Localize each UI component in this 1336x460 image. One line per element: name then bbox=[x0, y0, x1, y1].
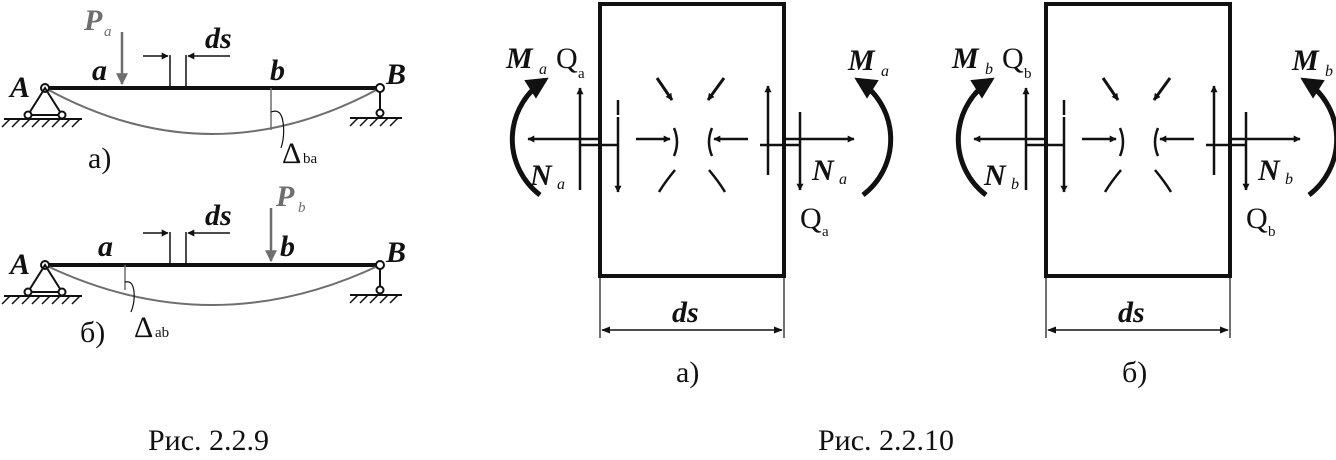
normal-sub-right: a bbox=[839, 171, 847, 188]
load-label-sub: a bbox=[104, 24, 112, 40]
moment-sub-left: a bbox=[539, 61, 547, 78]
moment-sub-right: b bbox=[1325, 63, 1333, 80]
point-label-a: a bbox=[92, 54, 107, 87]
load-label-P: P bbox=[83, 4, 103, 37]
moment-arrow-left bbox=[955, 77, 995, 197]
figure-caption-229: Рис. 2.2.9 bbox=[148, 424, 269, 457]
segment-label-ds: ds bbox=[205, 199, 232, 232]
pin-support-icon bbox=[1, 83, 82, 128]
subfigure-label: б) bbox=[1122, 356, 1147, 389]
shear-label-left: Q bbox=[556, 42, 578, 75]
normal-label-left: N bbox=[983, 159, 1007, 192]
moment-label-right: M bbox=[1291, 44, 1320, 77]
ds-element bbox=[143, 229, 230, 263]
support-label-B: B bbox=[385, 236, 406, 269]
figure-caption-2210: Рис. 2.2.10 bbox=[818, 424, 954, 457]
shear-sub-left: b bbox=[1024, 66, 1032, 82]
shear-sub-left: a bbox=[578, 66, 585, 82]
roller-support-icon bbox=[349, 83, 402, 127]
deflection-label-delta: Δ bbox=[134, 311, 153, 344]
moment-arrow-right bbox=[854, 77, 894, 197]
normal-sub-left: b bbox=[1011, 176, 1019, 193]
element-diagram-b: ds M b Q b N b M b N b Q b б) bbox=[951, 2, 1336, 389]
normal-sub-right: b bbox=[1285, 171, 1293, 188]
point-label-b: b bbox=[270, 54, 285, 87]
deflected-curve bbox=[44, 87, 381, 135]
dimension-label-ds: ds bbox=[1118, 296, 1145, 329]
moment-sub-left: b bbox=[985, 61, 993, 78]
moment-sub-right: a bbox=[881, 63, 889, 80]
subfigure-label: б) bbox=[80, 316, 105, 349]
ds-element bbox=[143, 52, 230, 86]
beam-diagram-a: A B a b ds P a Δ ba а) bbox=[1, 4, 406, 175]
deflection-label-sub: ba bbox=[303, 151, 318, 167]
load-label-sub: b bbox=[298, 200, 306, 216]
deflection-label-delta: Δ bbox=[282, 137, 301, 170]
moment-label-right: M bbox=[847, 44, 876, 77]
deflection-leader bbox=[124, 281, 135, 313]
moment-label-left: M bbox=[951, 42, 980, 75]
support-label-A: A bbox=[8, 71, 30, 104]
deflected-curve bbox=[44, 264, 381, 306]
element-rectangle bbox=[598, 2, 786, 278]
shear-label-right: Q bbox=[800, 202, 822, 235]
subfigure-label: а) bbox=[676, 356, 699, 389]
shear-label-left: Q bbox=[1002, 42, 1024, 75]
point-label-a: a bbox=[98, 230, 113, 263]
element-diagram-a: ds M a Q a N a M a N a Q a а) bbox=[505, 2, 894, 389]
moment-label-left: M bbox=[505, 42, 534, 75]
point-label-b: b bbox=[280, 230, 295, 263]
shear-sub-right: a bbox=[822, 224, 829, 240]
load-label-P: P bbox=[275, 180, 295, 213]
deflection-label-sub: ab bbox=[155, 325, 169, 341]
roller-support-icon bbox=[349, 260, 402, 304]
deflection-leader bbox=[270, 110, 285, 149]
beam-diagram-b: A B a b ds P b Δ ab б) bbox=[1, 180, 406, 349]
normal-label-right: N bbox=[1257, 154, 1281, 187]
element-rectangle bbox=[1044, 2, 1232, 278]
subfigure-label: а) bbox=[88, 142, 111, 175]
segment-label-ds: ds bbox=[205, 22, 232, 55]
support-label-A: A bbox=[8, 248, 30, 281]
shear-sub-right: b bbox=[1268, 224, 1276, 240]
normal-label-right: N bbox=[811, 154, 835, 187]
moment-arrow-right bbox=[1300, 77, 1336, 197]
pin-support-icon bbox=[1, 260, 82, 305]
support-label-B: B bbox=[385, 58, 406, 91]
dimension-label-ds: ds bbox=[672, 296, 699, 329]
normal-sub-left: a bbox=[557, 176, 565, 193]
shear-label-right: Q bbox=[1246, 202, 1268, 235]
normal-label-left: N bbox=[529, 159, 553, 192]
moment-arrow-left bbox=[509, 77, 549, 197]
